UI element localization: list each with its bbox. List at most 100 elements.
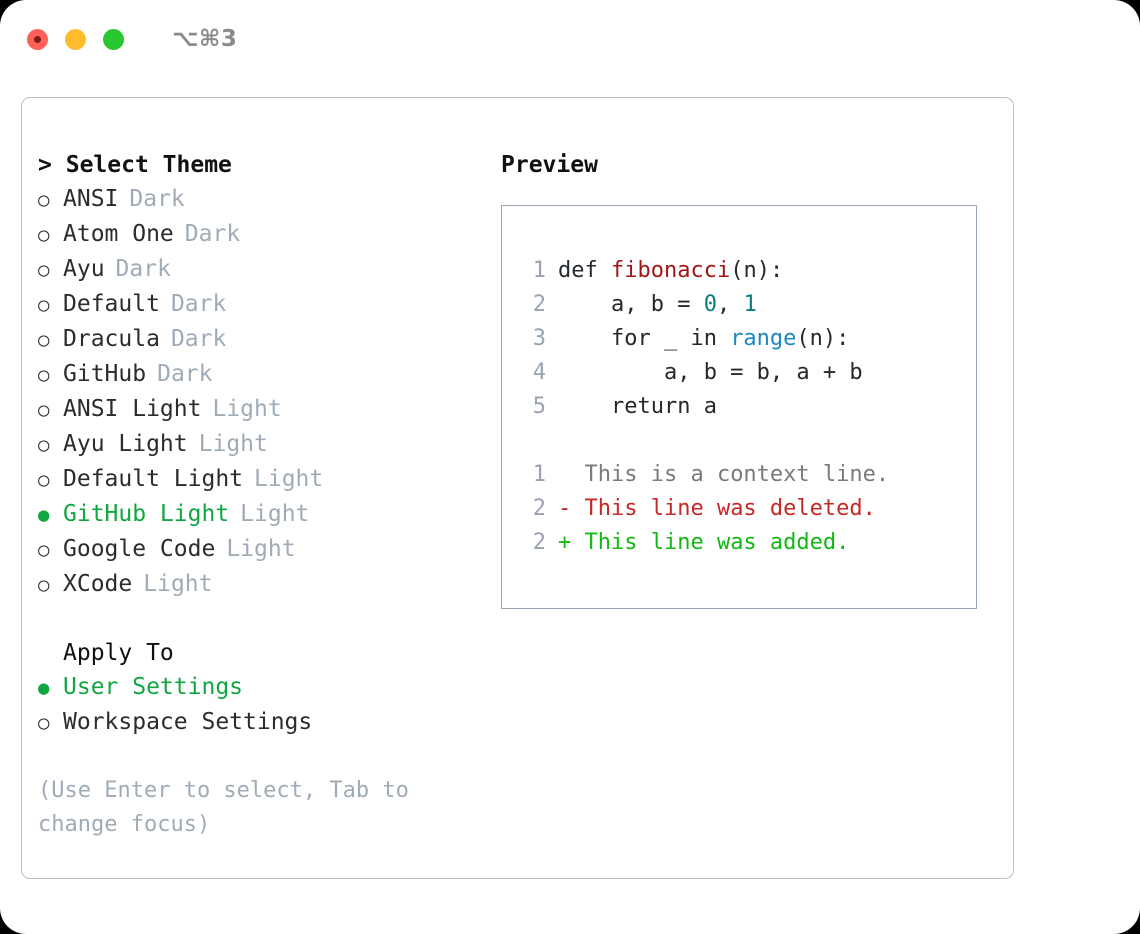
radio-unselected-icon: ○ bbox=[38, 539, 50, 561]
code-line: 2 a, b = 0, 1 bbox=[502, 288, 976, 322]
apply-to-section: Apply To ● User Settings ○ Workspace Settin… bbox=[38, 636, 478, 740]
code-token: , bbox=[716, 292, 744, 317]
code-token: 1 bbox=[743, 292, 757, 317]
diff-text: This line was deleted. bbox=[571, 496, 876, 521]
code-token: a, b = bbox=[558, 292, 704, 317]
line-number: 3 bbox=[532, 326, 546, 351]
zoom-button[interactable] bbox=[103, 28, 124, 50]
theme-option[interactable]: ○ Atom One Dark bbox=[38, 217, 478, 252]
code-token: 0 bbox=[703, 292, 717, 317]
code-token: def bbox=[558, 258, 611, 283]
theme-option-label: Google Code bbox=[63, 536, 216, 562]
radio-unselected-icon: ○ bbox=[38, 329, 50, 351]
code-line: 3 for _ in range(n): bbox=[502, 322, 976, 356]
preview-label: Preview bbox=[501, 152, 598, 178]
code-token: for _ in bbox=[558, 326, 731, 351]
line-number: 1 bbox=[532, 462, 546, 487]
diff-sample: 1 This is a context line.2- This line wa… bbox=[502, 458, 976, 560]
line-number: 2 bbox=[532, 292, 546, 317]
radio-unselected-icon: ○ bbox=[38, 434, 50, 456]
theme-option-label: ANSI bbox=[63, 186, 119, 212]
theme-option[interactable]: ○ ANSI Dark bbox=[38, 182, 478, 217]
caret-icon: > bbox=[38, 152, 52, 178]
code-token: return a bbox=[558, 394, 717, 419]
line-number: 2 bbox=[532, 530, 546, 555]
radio-unselected-icon: ○ bbox=[38, 224, 50, 246]
radio-unselected-icon: ○ bbox=[38, 574, 50, 596]
theme-option-label: XCode bbox=[63, 571, 133, 597]
code-token: range bbox=[730, 326, 797, 351]
code-token: (n): bbox=[730, 258, 784, 283]
diff-sign bbox=[558, 458, 571, 492]
theme-option-label: Default Light bbox=[63, 466, 244, 492]
diff-line: 2 + This line was added. bbox=[502, 526, 976, 560]
code-line: 4 a, b = b, a + b bbox=[502, 356, 976, 390]
theme-option-category: Light bbox=[198, 431, 268, 457]
line-number: 1 bbox=[532, 258, 546, 283]
theme-option-category: Light bbox=[212, 396, 282, 422]
window-title: ⌥⌘3 bbox=[172, 26, 238, 52]
line-number: 2 bbox=[532, 496, 546, 521]
theme-option-category: Dark bbox=[170, 291, 227, 317]
apply-to-option[interactable]: ● User Settings bbox=[38, 670, 478, 705]
title-bar: ⌥⌘3 bbox=[0, 0, 1140, 78]
code-token: a, b = b, a + b bbox=[558, 360, 863, 385]
close-button[interactable] bbox=[27, 28, 48, 50]
select-theme-label: Select Theme bbox=[65, 152, 232, 178]
theme-option-label: Atom One bbox=[63, 221, 174, 247]
theme-option[interactable]: ○ Default Light Light bbox=[38, 462, 478, 497]
theme-option[interactable]: ○ GitHub Dark bbox=[38, 357, 478, 392]
select-theme-header: > Select Theme bbox=[38, 148, 478, 182]
radio-selected-icon: ● bbox=[38, 677, 50, 699]
theme-option-label: ANSI Light bbox=[63, 396, 202, 422]
theme-option-category: Dark bbox=[129, 186, 185, 212]
theme-option-category: Dark bbox=[157, 361, 213, 387]
theme-option-category: Light bbox=[226, 536, 296, 562]
apply-to-list: ● User Settings ○ Workspace Settings bbox=[38, 670, 478, 740]
radio-unselected-icon: ○ bbox=[38, 189, 50, 211]
radio-unselected-icon: ○ bbox=[38, 469, 50, 491]
theme-option-label: GitHub Light bbox=[63, 501, 230, 527]
theme-option-category: Dark bbox=[115, 256, 171, 282]
theme-option[interactable]: ● GitHub Light Light bbox=[38, 497, 478, 532]
diff-text: This line was added. bbox=[571, 530, 850, 555]
diff-line: 1 This is a context line. bbox=[502, 458, 976, 492]
theme-option-category: Dark bbox=[184, 221, 241, 247]
diff-sign: - bbox=[558, 496, 572, 521]
theme-option-label: Ayu Light bbox=[63, 431, 188, 457]
theme-option-category: Light bbox=[254, 466, 324, 492]
theme-option[interactable]: ○ Ayu Light Light bbox=[38, 427, 478, 462]
code-line: 5 return a bbox=[502, 390, 976, 424]
diff-sign: + bbox=[558, 530, 572, 555]
radio-selected-icon: ● bbox=[38, 504, 50, 526]
theme-option[interactable]: ○ Google Code Light bbox=[38, 532, 478, 567]
keyboard-hint: (Use Enter to select, Tab to change focu… bbox=[38, 778, 423, 837]
apply-to-option-label: User Settings bbox=[63, 674, 244, 700]
theme-option-category: Dark bbox=[170, 326, 227, 352]
diff-line: 2- This line was deleted. bbox=[502, 492, 976, 526]
apply-to-option-label: Workspace Settings bbox=[63, 709, 313, 735]
preview-spacer bbox=[502, 424, 976, 458]
theme-option-label: GitHub bbox=[63, 361, 147, 387]
apply-to-option[interactable]: ○ Workspace Settings bbox=[38, 705, 478, 740]
line-number: 4 bbox=[532, 360, 546, 385]
radio-unselected-icon: ○ bbox=[38, 364, 50, 386]
theme-option-category: Light bbox=[240, 501, 310, 527]
minimize-button[interactable] bbox=[65, 28, 86, 50]
theme-option-label: Ayu bbox=[63, 256, 105, 282]
code-token: fibonacci bbox=[610, 258, 731, 283]
radio-unselected-icon: ○ bbox=[38, 712, 50, 734]
apply-to-label: Apply To bbox=[63, 640, 174, 666]
